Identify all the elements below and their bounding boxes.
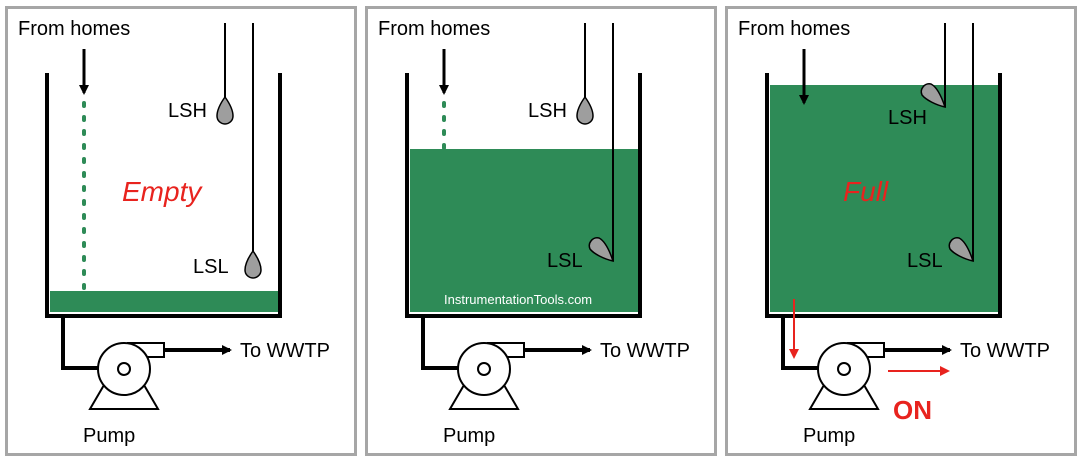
inflow-label: From homes	[18, 18, 130, 40]
tank	[765, 73, 1002, 318]
panel-full: From homes LSH LSL Full To WWTP ON Pump	[725, 6, 1077, 456]
water-level	[410, 149, 638, 312]
suction-pipe	[421, 316, 460, 370]
tank	[45, 73, 282, 318]
impeller-icon	[117, 362, 131, 376]
panel-empty: From homes LSH LSL Empty To WWTP Pump	[5, 6, 357, 456]
lsl-label: LSL	[193, 256, 229, 278]
lsl-float	[588, 237, 615, 263]
state-label: Full	[843, 176, 889, 207]
inflow-label: From homes	[378, 18, 490, 40]
state-label: Empty	[122, 176, 203, 207]
lsl-float	[948, 237, 975, 263]
lsh-float	[576, 95, 594, 125]
suction-pipe	[781, 316, 820, 370]
outlet-label: To WWTP	[600, 340, 690, 362]
water-level	[50, 291, 278, 312]
pump-label: Pump	[803, 425, 855, 447]
impeller-icon	[837, 362, 851, 376]
panel-mid: From homes LSH LSL InstrumentationTools.…	[365, 6, 717, 456]
lsl-float	[244, 249, 262, 279]
lsh-label: LSH	[528, 100, 567, 122]
watermark: InstrumentationTools.com	[444, 292, 592, 307]
inflow-label: From homes	[738, 18, 850, 40]
pump-label: Pump	[83, 425, 135, 447]
lsl-label: LSL	[547, 250, 583, 272]
lsh-label: LSH	[888, 107, 927, 129]
lsh-float	[216, 95, 234, 125]
outlet-label: To WWTP	[960, 340, 1050, 362]
outlet-label: To WWTP	[240, 340, 330, 362]
panel-empty-diagram: From homes LSH LSL Empty To WWTP Pump	[18, 18, 330, 447]
lsh-label: LSH	[168, 100, 207, 122]
pump-label: Pump	[443, 425, 495, 447]
suction-pipe	[61, 316, 100, 370]
water-level	[770, 85, 998, 312]
tank	[405, 73, 642, 318]
panel-mid-diagram: From homes LSH LSL InstrumentationTools.…	[378, 18, 690, 447]
pump-status: ON	[893, 395, 932, 425]
impeller-icon	[477, 362, 491, 376]
lsl-label: LSL	[907, 250, 943, 272]
panel-full-diagram: From homes LSH LSL Full To WWTP ON Pump	[738, 18, 1050, 447]
lsh-float	[920, 83, 947, 109]
